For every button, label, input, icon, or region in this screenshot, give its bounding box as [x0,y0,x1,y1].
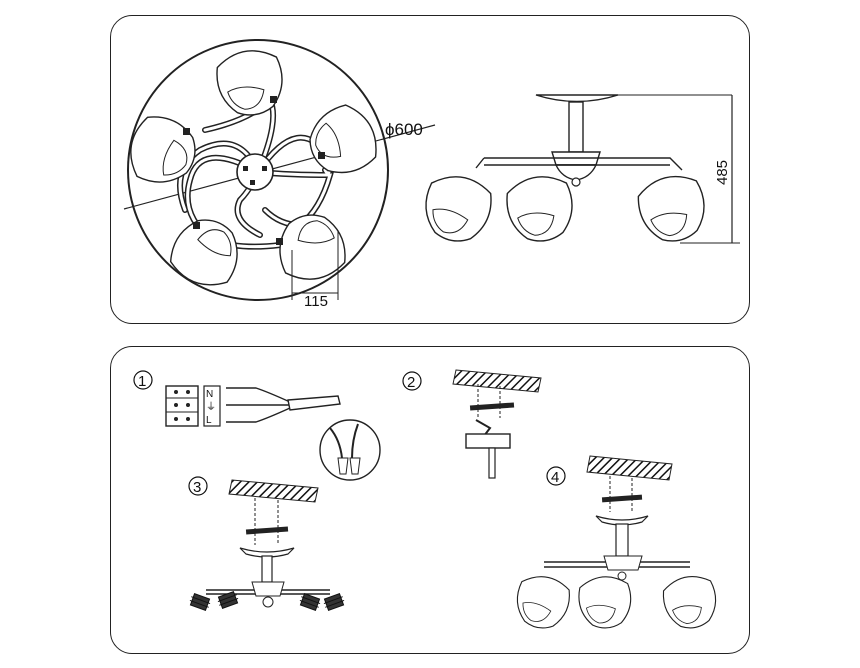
step-4: 4 [512,455,722,634]
step-3: 3 [188,476,346,612]
side-shade-left [419,171,496,247]
step-1-number: 1 [138,373,146,390]
ceiling [452,369,542,393]
diameter-label: ϕ600 [385,120,423,139]
terminal-l: L [206,415,212,426]
top-view: 115 ϕ600 [123,39,436,310]
shade-width-label: 115 [304,293,328,310]
step-2: 2 [402,369,542,479]
mounting-bar [469,402,515,411]
canopy [535,94,619,103]
terminal-block [165,385,199,427]
diameter-line [123,124,436,210]
terminal-earth: ⏚ [206,401,216,413]
step-2-number: 2 [407,374,415,391]
step-4-number: 4 [551,469,559,486]
side-view: 485 [419,94,740,249]
step-3-number: 3 [193,479,201,496]
side-shade-middle [502,171,579,247]
connector-detail [319,419,381,481]
center-hub [236,153,274,191]
height-label: 485 [714,160,731,185]
terminal-n: N [206,389,213,400]
stem [568,101,584,153]
cable [287,395,341,411]
step-1: 1 N ⏚ L [133,370,381,481]
side-shade-right [632,168,713,249]
